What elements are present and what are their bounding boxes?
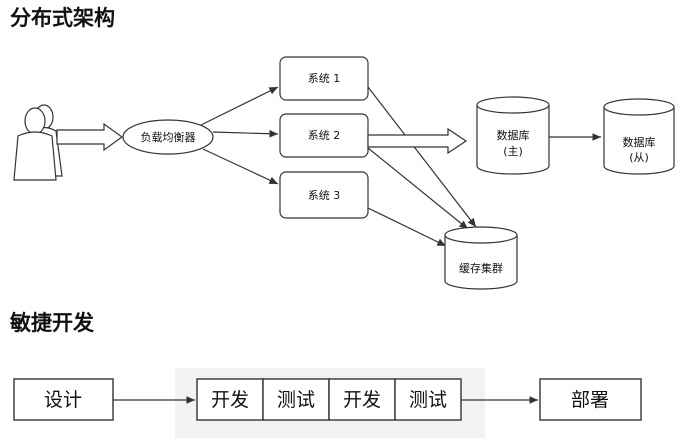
system-3-box [279,171,369,219]
iteration-group [196,378,462,421]
system-1-box [279,56,369,101]
section-title-agile: 敏捷开发 [10,311,94,335]
users-to-lb-arrow [56,122,124,152]
lb-to-system3-arrow [202,148,279,185]
system2-to-db-arrow [367,127,468,155]
db-slave-label-line2: (从) [629,151,649,164]
lb-to-system2-arrow [212,129,279,138]
lb-to-system1-arrow [200,86,279,126]
db-master-label-line2: (主) [503,145,523,158]
system-3-label: 系统 3 [308,189,341,202]
cache-cluster-label: 缓存集群 [459,261,503,275]
iteration-label-2: 测试 [277,389,315,411]
system3-to-cache-arrow [367,207,447,247]
system-1-label: 系统 1 [308,72,341,85]
iteration-label-4: 测试 [409,389,447,411]
deploy-box [539,378,642,421]
design-box [13,378,114,421]
section-title-distributed: 分布式架构 [10,6,115,30]
system-2-label: 系统 2 [308,129,341,142]
cache-cluster-node [444,226,518,290]
iteration-box-1 [196,378,264,421]
system2-to-cache-arrow [367,147,469,230]
design-label: 设计 [44,389,82,411]
iteration-label-1: 开发 [211,389,249,411]
users-icon [13,104,63,181]
deploy-label: 部署 [571,389,609,411]
db-slave-label-line1: 数据库 [623,135,656,149]
db-master-label-line1: 数据库 [497,128,530,142]
system1-to-cache-arrow [367,86,477,228]
db-master-node [476,96,550,175]
iteration-box-3 [328,378,396,421]
load-balancer-node [122,119,214,155]
db-slave-node [603,98,675,175]
iteration-label-3: 开发 [343,389,381,411]
load-balancer-label: 负载均衡器 [141,130,196,144]
